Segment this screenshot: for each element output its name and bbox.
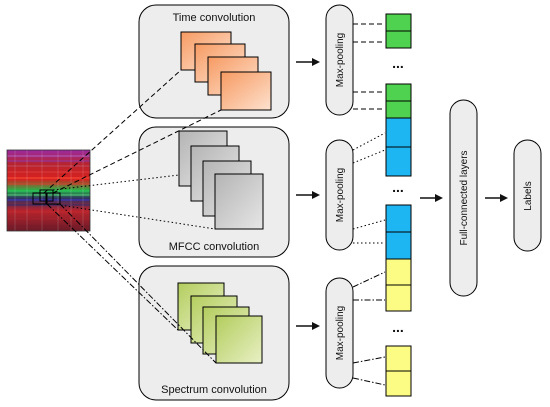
time-pooling-to-cells-lines [353, 23, 385, 110]
labels-label: Labels [523, 181, 534, 210]
green-cell-group-bottom [385, 83, 412, 119]
feature-cell [385, 345, 412, 372]
labels-block [513, 139, 542, 252]
feature-cell [385, 83, 412, 102]
ellipsis-3: ... [392, 319, 404, 335]
spectrum-pooling-to-cells-lines [352, 271, 386, 386]
spectrum-feature-maps [177, 282, 263, 364]
green-cell-group-top [385, 13, 412, 49]
mfcc-pooling-to-cells-lines [352, 132, 386, 244]
ellipsis-2: ... [392, 179, 404, 195]
time-feature-maps [180, 31, 272, 111]
blue-cell-group-bottom [385, 204, 412, 260]
feature-cell [385, 231, 412, 260]
yellow-cell-group-top [385, 258, 412, 312]
full-connected-layers-label: Full-connected layers [459, 150, 470, 245]
full-connected-layers-block [449, 99, 478, 297]
time-convolution-title: Time convolution [173, 12, 256, 24]
ellipsis-1: ... [392, 55, 404, 71]
feature-cell [385, 117, 412, 148]
time-max-pooling-block [325, 4, 354, 116]
feature-cell [385, 204, 412, 233]
mfcc-max-pooling-label: Max-pooling [335, 168, 346, 222]
spectrum-convolution-title: Spectrum convolution [161, 384, 267, 396]
feature-cell [385, 30, 412, 49]
input-to-spectrum-dashdot-lines [46, 203, 217, 364]
feature-cell [385, 258, 412, 286]
mfcc-max-pooling-block [325, 139, 354, 251]
time-max-pooling-label: Max-pooling [335, 33, 346, 87]
feature-cell [385, 13, 412, 32]
feature-cell [385, 146, 412, 177]
spectrum-max-pooling-label: Max-pooling [335, 306, 346, 360]
feature-cell [385, 370, 412, 397]
input-spectrogram [6, 149, 91, 232]
yellow-cell-group-bottom [385, 345, 412, 397]
feature-cell [385, 284, 412, 312]
mfcc-convolution-title: MFCC convolution [169, 241, 259, 253]
blue-cell-group-top [385, 117, 412, 177]
input-to-mfcc-dotted-lines [52, 174, 216, 230]
mfcc-feature-maps [178, 130, 264, 230]
feature-cell [385, 100, 412, 119]
input-to-time-dashed-lines [43, 69, 222, 194]
spectrum-max-pooling-block [325, 277, 354, 389]
